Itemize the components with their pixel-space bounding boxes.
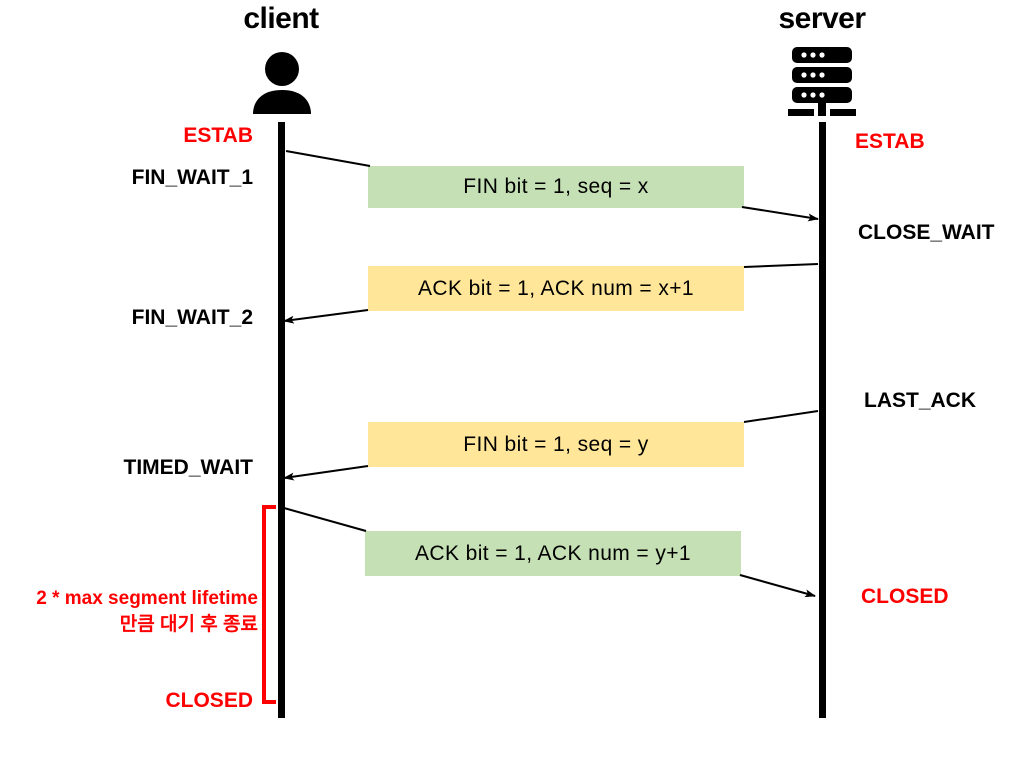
- message-box-fin-seq-y: FIN bit = 1, seq = y: [368, 422, 744, 467]
- arrow-fin-y-head: [283, 465, 369, 481]
- client-title: client: [243, 2, 319, 35]
- server-state-close-wait: CLOSE_WAIT: [858, 221, 995, 244]
- message-box-fin-seq-x: FIN bit = 1, seq = x: [368, 166, 744, 208]
- server-state-closed: CLOSED: [861, 585, 949, 608]
- message-box-ack-num-x1: ACK bit = 1, ACK num = x+1: [368, 266, 744, 311]
- arrow-fin-x-head: [741, 206, 819, 222]
- arrow-fin-x-segment-a: [285, 150, 371, 167]
- server-state-last-ack: LAST_ACK: [864, 389, 977, 412]
- timed-wait-note-line2: 만큼 대기 후 종료: [119, 614, 258, 635]
- server-rack-icon: [784, 46, 860, 124]
- timed-wait-note-line1: 2 * max segment lifetime: [36, 588, 258, 609]
- client-state-timed-wait: TIMED_WAIT: [123, 456, 254, 479]
- arrow-ack-y1-head: [739, 574, 816, 598]
- client-lifeline: [278, 122, 285, 718]
- arrow-fin-y-segment-a: [743, 410, 819, 423]
- arrow-ack-x1-segment-a: [743, 263, 819, 268]
- timed-wait-bracket: [262, 505, 276, 704]
- timed-wait-note: 2 * max segment lifetime 만큼 대기 후 종료: [8, 586, 258, 638]
- client-state-closed: CLOSED: [165, 689, 253, 712]
- server-title: server: [778, 2, 866, 35]
- arrow-ack-y1-segment-a: [283, 507, 367, 532]
- server-state-estab: ESTAB: [855, 130, 925, 153]
- arrow-ack-x1-head: [283, 309, 369, 324]
- client-state-estab: ESTAB: [183, 124, 253, 147]
- server-lifeline: [819, 122, 826, 718]
- message-box-ack-num-y1: ACK bit = 1, ACK num = y+1: [365, 531, 741, 576]
- client-state-fin-wait-1: FIN_WAIT_1: [131, 166, 253, 189]
- client-state-fin-wait-2: FIN_WAIT_2: [131, 306, 253, 329]
- person-icon: [249, 52, 315, 119]
